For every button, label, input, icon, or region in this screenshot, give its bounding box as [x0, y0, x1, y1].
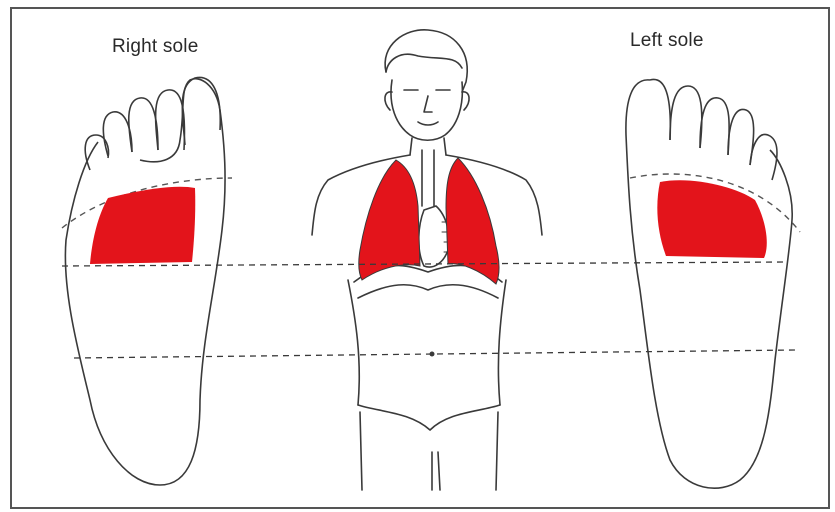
right-sole-lung-zone — [90, 187, 195, 264]
waist-marker-dot — [430, 352, 435, 357]
right-sole-foot — [62, 77, 232, 485]
right-lung — [359, 160, 420, 280]
left-sole-label: Left sole — [630, 30, 704, 52]
waist-guide-line — [74, 350, 796, 358]
right-sole-label: Right sole — [112, 36, 199, 58]
human-figure — [312, 30, 542, 490]
left-sole-foot — [626, 79, 800, 488]
